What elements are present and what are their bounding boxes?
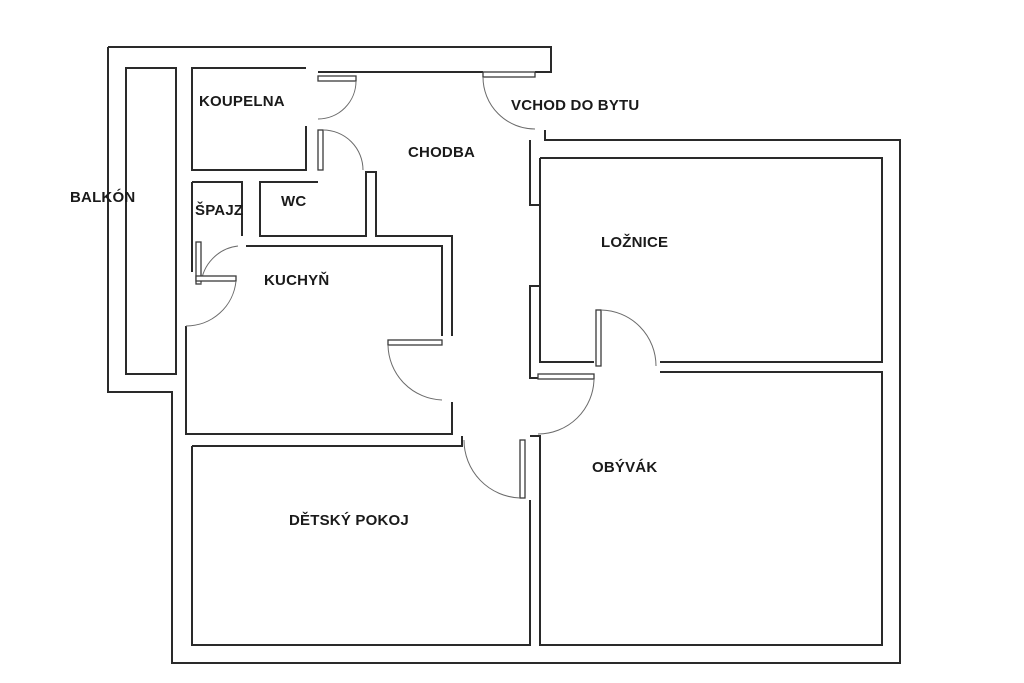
label-bedroom: LOŽNICE bbox=[601, 233, 668, 251]
kids-room-door-leaf bbox=[519, 439, 526, 499]
outer-walls bbox=[107, 46, 901, 664]
entrance-door-swing bbox=[482, 76, 536, 130]
entrance-door-leaf bbox=[482, 71, 536, 78]
kitchen-walls bbox=[185, 326, 453, 435]
label-bathroom: KOUPELNA bbox=[199, 93, 285, 110]
doors bbox=[185, 71, 657, 499]
wc-walls bbox=[259, 171, 453, 336]
kitchen-door-leaf bbox=[387, 339, 443, 346]
label-balcony: BALKÓN bbox=[70, 188, 135, 206]
bedroom-door-swing bbox=[600, 309, 657, 367]
room-labels: BALKÓN KOUPELNA CHODBA VCHOD DO BYTU ŠPA… bbox=[70, 93, 668, 529]
living-room-door-leaf bbox=[537, 373, 595, 380]
label-living-room: OBÝVÁK bbox=[592, 458, 657, 476]
balcony-outline bbox=[125, 67, 177, 375]
label-toilet: WC bbox=[281, 193, 306, 210]
label-hallway: CHODBA bbox=[408, 144, 475, 161]
pantry-walls bbox=[191, 181, 243, 272]
label-entrance: VCHOD DO BYTU bbox=[511, 97, 639, 114]
bathroom-walls bbox=[191, 67, 307, 171]
bathroom-door-swing bbox=[317, 80, 357, 120]
kitchen-door-swing bbox=[387, 344, 443, 401]
balcony-door-leaf bbox=[195, 275, 237, 282]
kids-room-door-swing bbox=[463, 439, 521, 499]
bedroom-door-leaf bbox=[595, 309, 602, 367]
living-room-door-swing bbox=[537, 378, 595, 435]
bedroom-walls bbox=[540, 157, 883, 363]
label-kids-room: DĚTSKÝ POKOJ bbox=[289, 511, 409, 529]
pantry-door-leaf bbox=[195, 241, 202, 285]
balcony-door-swing bbox=[185, 280, 237, 327]
wc-door-leaf bbox=[317, 129, 324, 171]
label-kitchen: KUCHYŇ bbox=[264, 271, 329, 289]
kitchen-partition bbox=[246, 245, 443, 336]
living-room-walls bbox=[530, 371, 883, 646]
wc-door-swing bbox=[322, 129, 364, 171]
bathroom-door-leaf bbox=[317, 75, 357, 82]
kids-room-walls bbox=[191, 436, 531, 646]
label-pantry: ŠPAJZ bbox=[195, 201, 243, 219]
